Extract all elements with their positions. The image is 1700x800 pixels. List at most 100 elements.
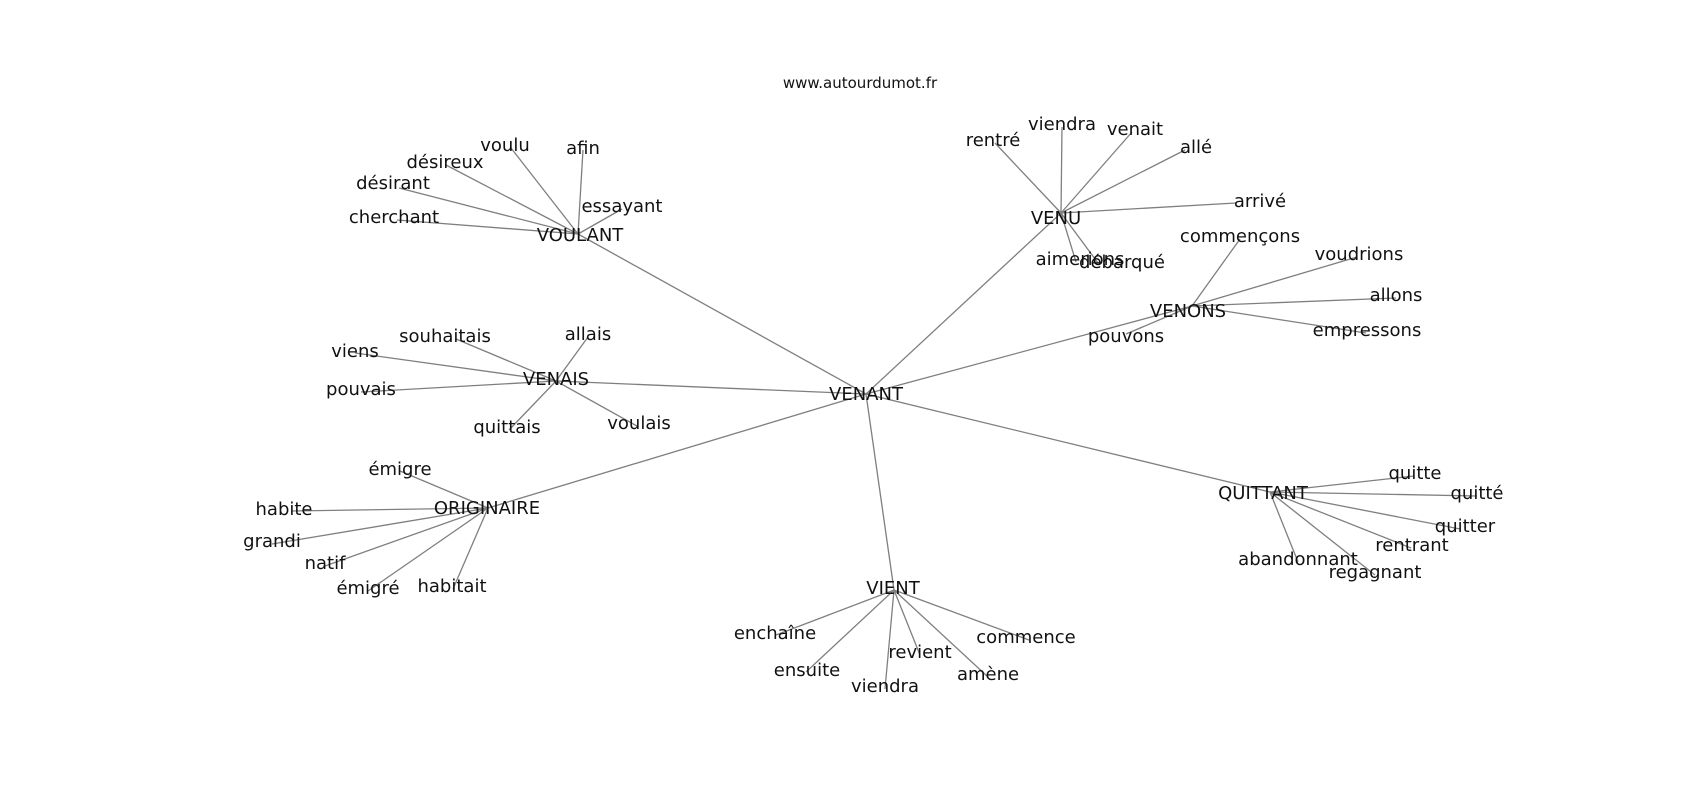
leaf-node-label: commençons [1180, 226, 1300, 247]
edge-quittant-leaf [1269, 491, 1412, 549]
leaf-node-label: pouvons [1088, 326, 1164, 347]
edge-venu-leaf [1060, 212, 1077, 263]
leaf-node-label: viens [331, 341, 379, 362]
edge-venons-leaf [1191, 297, 1397, 307]
edge-vient-leaf [884, 589, 895, 690]
edge-center-vient [865, 393, 895, 591]
edge-quittant-leaf [1269, 491, 1461, 530]
leaf-node-label: émigré [336, 578, 399, 599]
edge-quittant-leaf [1269, 475, 1415, 493]
source-text: www.autourdumot.fr [783, 74, 938, 92]
leaf-node-label: aimerions [1036, 249, 1125, 270]
edge-quittant-leaf [1269, 491, 1299, 563]
leaf-node-label: quittais [473, 417, 540, 438]
leaf-node-label: quitte [1388, 463, 1441, 484]
leaf-node-label: rentré [966, 130, 1021, 151]
leaf-node-label: habite [256, 499, 313, 520]
edge-vient-leaf [805, 589, 895, 673]
hub-node-label: VENU [1031, 208, 1081, 229]
edge-vient-leaf [893, 589, 921, 656]
leaf-node-label: viendra [1028, 114, 1096, 135]
leaf-node-label: enchaîne [734, 623, 816, 644]
edge-center-originaire [487, 393, 867, 509]
edge-venu-leaf [1060, 131, 1133, 214]
leaf-node-label: ensuite [774, 660, 840, 681]
edge-venais-leaf [354, 352, 557, 382]
edge-originaire-leaf [291, 507, 489, 512]
leaf-node-label: rentrant [1375, 535, 1448, 556]
edge-venons-leaf [1191, 305, 1367, 334]
leaf-node-label: quitter [1435, 516, 1496, 537]
leaf-node-label: amène [957, 664, 1019, 685]
edge-center-quittant [865, 393, 1271, 493]
hub-node-label: ORIGINAIRE [434, 498, 540, 519]
edge-venais-leaf [360, 380, 557, 393]
edge-venu-leaf [1060, 149, 1186, 214]
edge-center-venais [555, 380, 867, 395]
nodes-layer: VENANTVOULANTcherchantdésirantdésireuxvo… [243, 114, 1503, 697]
leaf-node-label: voulu [480, 135, 529, 156]
hub-node-label: VOULANT [537, 225, 625, 246]
edge-venais-leaf [555, 380, 638, 427]
hub-node-label: VIENT [866, 578, 920, 599]
edge-venais-leaf [508, 380, 557, 431]
leaf-node-label: pouvais [326, 379, 396, 400]
leaf-node-label: allons [1370, 285, 1423, 306]
center-node-label: VENANT [829, 384, 904, 405]
leaf-node-label: afin [566, 138, 600, 159]
leaf-node-label: empressons [1313, 320, 1422, 341]
leaf-node-label: essayant [581, 196, 662, 217]
hub-node-label: VENAIS [523, 369, 589, 390]
edge-originaire-leaf [367, 507, 489, 592]
edge-center-voulant [577, 233, 867, 395]
edge-originaire-leaf [271, 507, 489, 545]
edge-voulant-leaf [445, 164, 579, 235]
edge-venu-leaf [1060, 126, 1063, 214]
edge-venu-leaf [994, 142, 1062, 214]
edge-venons-leaf [1191, 256, 1358, 307]
edge-voulant-leaf [398, 187, 579, 235]
edge-center-venons [865, 305, 1193, 395]
leaf-node-label: viendra [851, 676, 919, 697]
leaf-node-label: émigre [368, 459, 431, 480]
leaf-node-label: voudrions [1315, 244, 1404, 265]
edge-venu-leaf [1060, 202, 1237, 214]
edge-venons-leaf [1125, 305, 1193, 335]
edge-center-venu [865, 212, 1062, 395]
leaf-node-label: désireux [406, 152, 483, 173]
leaf-node-label: allais [565, 324, 611, 345]
leaf-node-label: voulais [607, 413, 670, 434]
edge-originaire-leaf [452, 507, 489, 590]
leaf-node-label: allé [1180, 137, 1212, 158]
edge-venu-leaf [1060, 212, 1099, 264]
leaf-node-label: cherchant [349, 207, 439, 228]
edge-voulant-leaf [577, 208, 623, 235]
edge-venons-leaf [1191, 238, 1241, 307]
leaf-node-label: grandi [243, 531, 301, 552]
edge-vient-leaf [893, 589, 989, 678]
hub-node-label: QUITTANT [1218, 483, 1309, 504]
edge-quittant-leaf [1269, 491, 1376, 576]
leaf-node-label: commence [976, 627, 1075, 648]
edge-voulant-leaf [577, 149, 584, 235]
edge-vient-leaf [893, 589, 1030, 641]
edge-voulant-leaf [396, 219, 579, 235]
edge-venais-leaf [555, 336, 589, 382]
edge-originaire-leaf [399, 470, 489, 509]
hub-node-label: VENONS [1150, 301, 1226, 322]
edge-quittant-leaf [1269, 491, 1478, 497]
leaf-node-label: natif [305, 553, 346, 574]
edge-originaire-leaf [324, 507, 489, 567]
edges-layer [271, 126, 1478, 690]
leaf-node-label: débarqué [1079, 252, 1165, 273]
leaf-node-label: habitait [417, 576, 486, 597]
edge-vient-leaf [775, 589, 895, 636]
leaf-node-label: quitté [1450, 483, 1503, 504]
leaf-node-label: désirant [356, 173, 430, 194]
leaf-node-label: venait [1107, 119, 1163, 140]
edge-venais-leaf [455, 338, 557, 382]
leaf-node-label: arrivé [1234, 191, 1286, 212]
leaf-node-label: souhaitais [399, 326, 491, 347]
edge-voulant-leaf [510, 147, 579, 235]
